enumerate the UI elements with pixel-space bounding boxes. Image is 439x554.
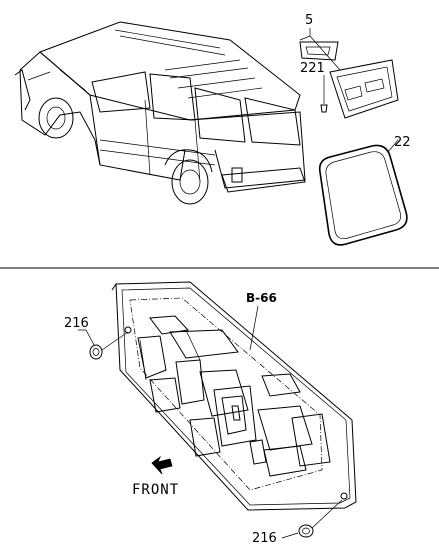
callout-216-bottom: 216 <box>252 531 277 546</box>
callout-221: 221 <box>300 61 325 76</box>
callout-216-top: 216 <box>64 316 89 331</box>
callout-22: 22 <box>394 135 411 150</box>
tailgate-panel-b66 <box>111 281 357 511</box>
grommet-part-216-bottom <box>281 499 343 539</box>
front-direction-arrow-icon <box>151 455 173 475</box>
trim-panel-part-5 <box>299 28 399 119</box>
clip-part-221 <box>320 75 328 113</box>
front-label: FRONT <box>132 482 179 498</box>
callout-5: 5 <box>305 13 313 28</box>
weatherstrip-part-22 <box>318 139 408 246</box>
vehicle-illustration <box>14 21 306 205</box>
callout-b66: B-66 <box>246 291 277 305</box>
grommet-part-216-top <box>78 329 129 360</box>
